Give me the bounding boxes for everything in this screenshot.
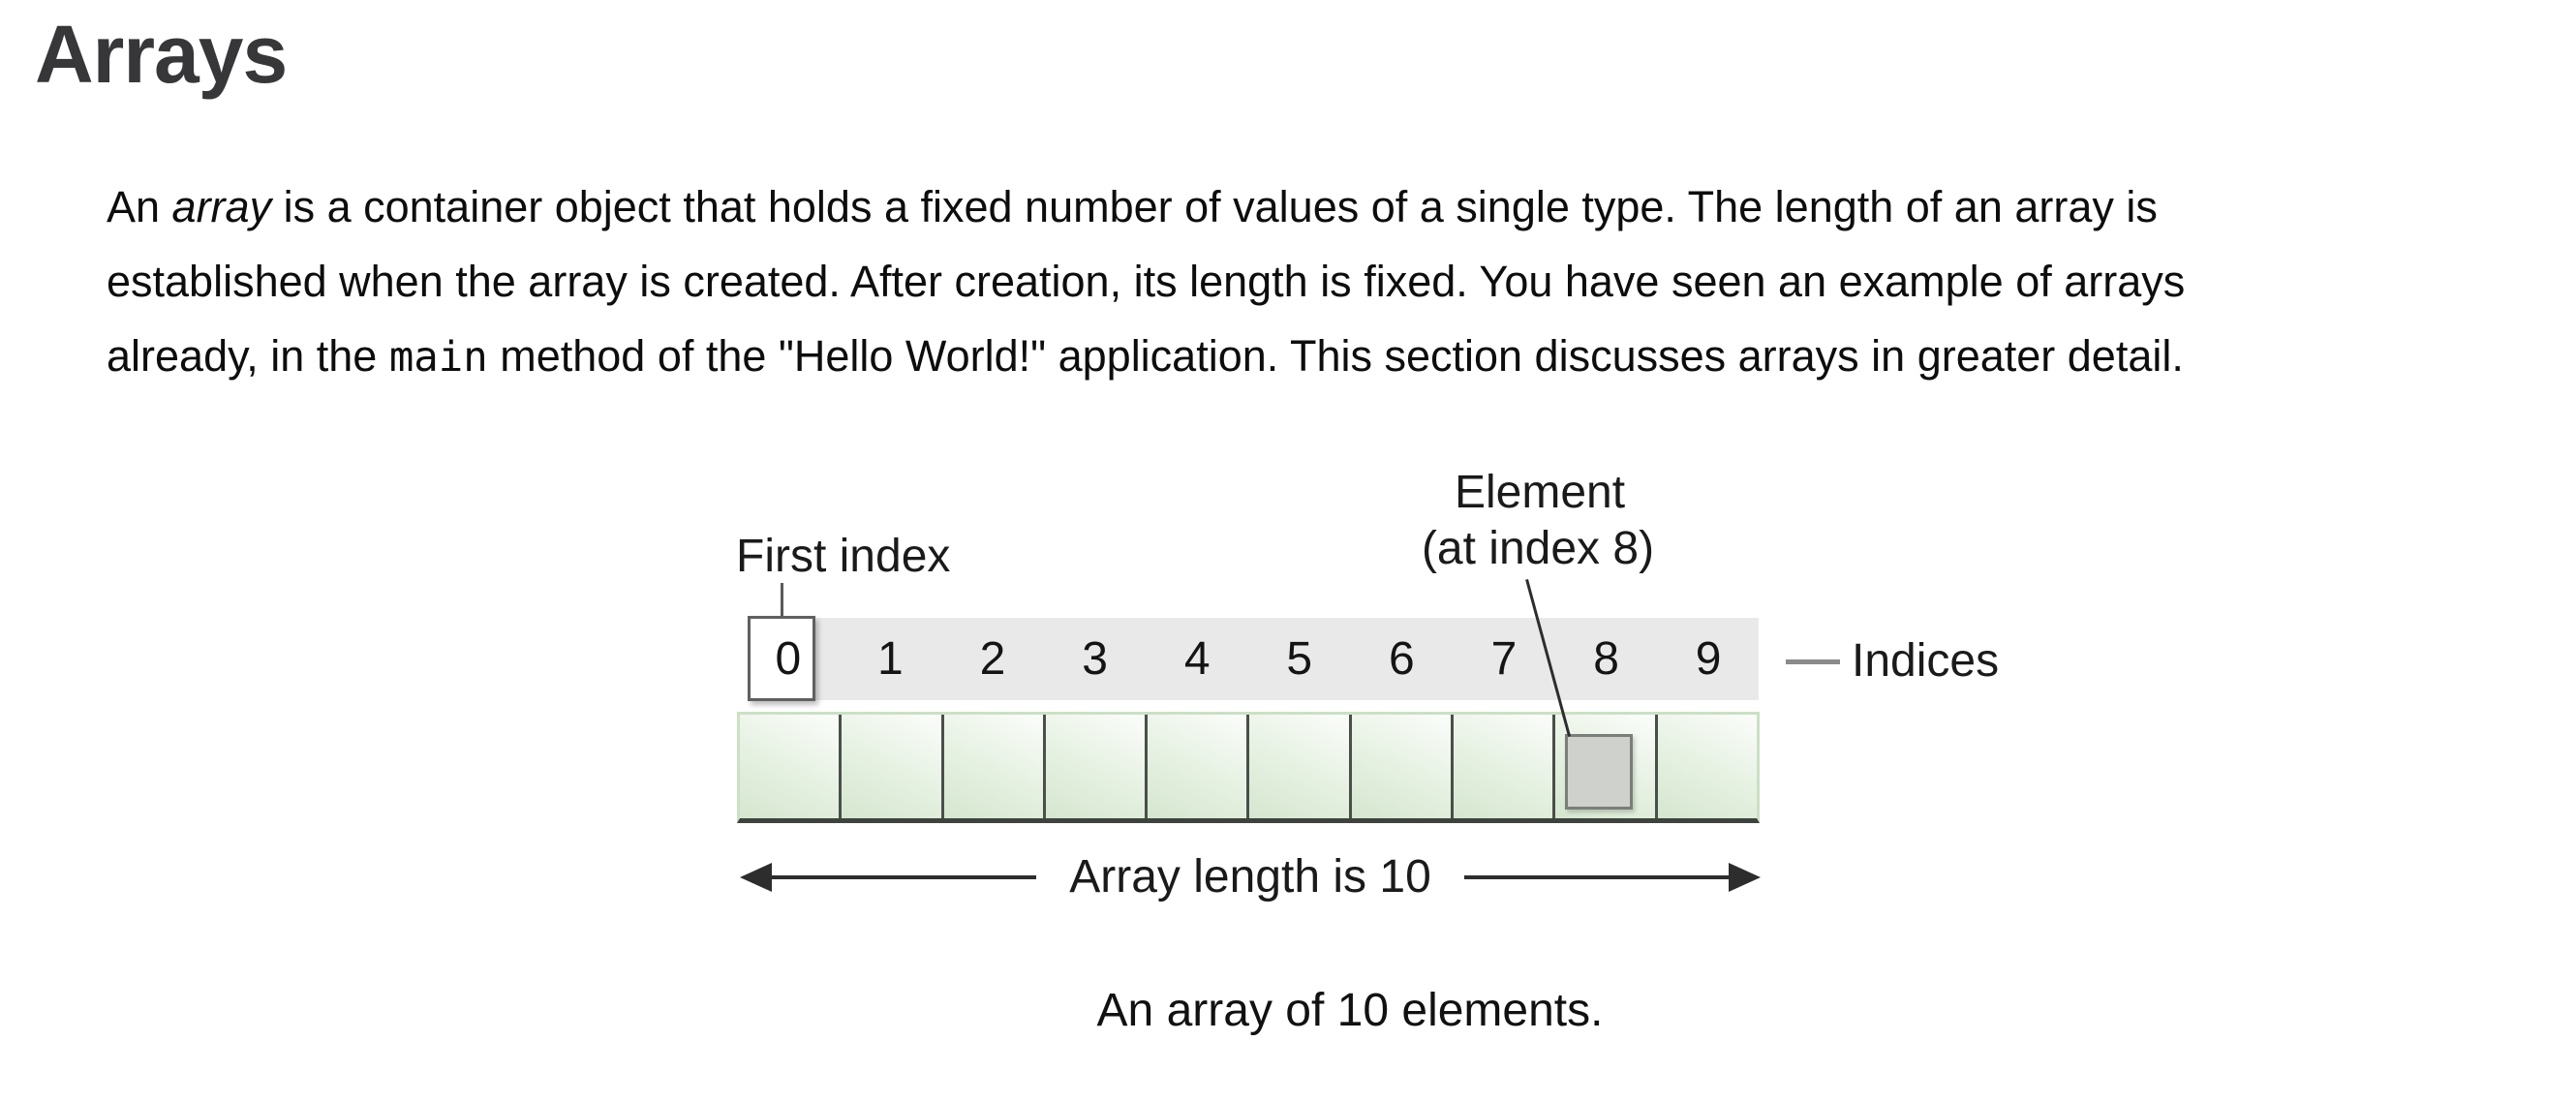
figure-caption: An array of 10 elements. <box>1096 985 1604 1036</box>
first-index-tick-line <box>781 583 783 618</box>
index-value: 6 <box>1389 633 1415 685</box>
index-value: 9 <box>1695 633 1722 685</box>
array-cell <box>1246 715 1349 818</box>
index-value: 0 <box>775 633 802 685</box>
index-cell: 5 <box>1248 618 1351 700</box>
index-cell: 7 <box>1453 618 1555 700</box>
arrow-line-left <box>772 875 1037 879</box>
array-length-arrow: Array length is 10 <box>740 850 1761 903</box>
array-cell <box>740 715 840 818</box>
array-cell <box>1451 715 1553 818</box>
element-location-label: (at index 8) <box>1421 523 1655 574</box>
array-cell <box>1348 715 1452 818</box>
index-value: 4 <box>1183 633 1211 685</box>
index-value: 5 <box>1286 633 1313 685</box>
index-value: 3 <box>1082 633 1108 685</box>
index-zero-box <box>748 616 815 701</box>
left-arrowhead-icon <box>740 863 772 892</box>
array-cell <box>1145 715 1247 818</box>
element-box <box>1565 734 1633 810</box>
index-cell: 8 <box>1555 618 1658 700</box>
index-cell: 3 <box>1044 618 1147 700</box>
page-title: Arrays <box>35 9 288 100</box>
paragraph-line: An array is a container object that hold… <box>107 182 2158 231</box>
index-value: 2 <box>979 633 1006 685</box>
array-cells-row <box>737 712 1760 823</box>
element-label: Element <box>1454 467 1626 518</box>
right-arrowhead-icon <box>1729 863 1761 892</box>
index-cell: 9 <box>1657 618 1760 700</box>
paragraph-line: established when the array is created. A… <box>107 257 2186 306</box>
index-cell: 6 <box>1351 618 1454 700</box>
indices-dash-line <box>1786 659 1840 664</box>
index-value: 8 <box>1593 633 1619 685</box>
indices-row: 0 1 2 3 4 5 6 7 8 9 <box>737 618 1760 700</box>
array-length-label: Array length is 10 <box>1069 850 1431 903</box>
index-cell: 2 <box>941 618 1044 700</box>
array-cell <box>940 715 1043 818</box>
intro-paragraph: An array is a container object that hold… <box>107 169 2547 394</box>
first-index-label: First index <box>736 531 951 582</box>
index-value: 1 <box>877 633 904 685</box>
array-cell <box>1654 715 1757 818</box>
indices-band <box>751 618 1759 700</box>
index-value: 7 <box>1490 633 1518 685</box>
paragraph-line: already, in the main method of the "Hell… <box>107 331 2184 381</box>
array-cell <box>839 715 941 818</box>
index-cell: 4 <box>1146 618 1248 700</box>
indices-label: Indices <box>1852 635 2000 687</box>
index-cell: 0 <box>737 618 840 700</box>
arrow-line-right <box>1463 875 1729 879</box>
index-cell: 1 <box>840 618 942 700</box>
array-cell <box>1042 715 1146 818</box>
